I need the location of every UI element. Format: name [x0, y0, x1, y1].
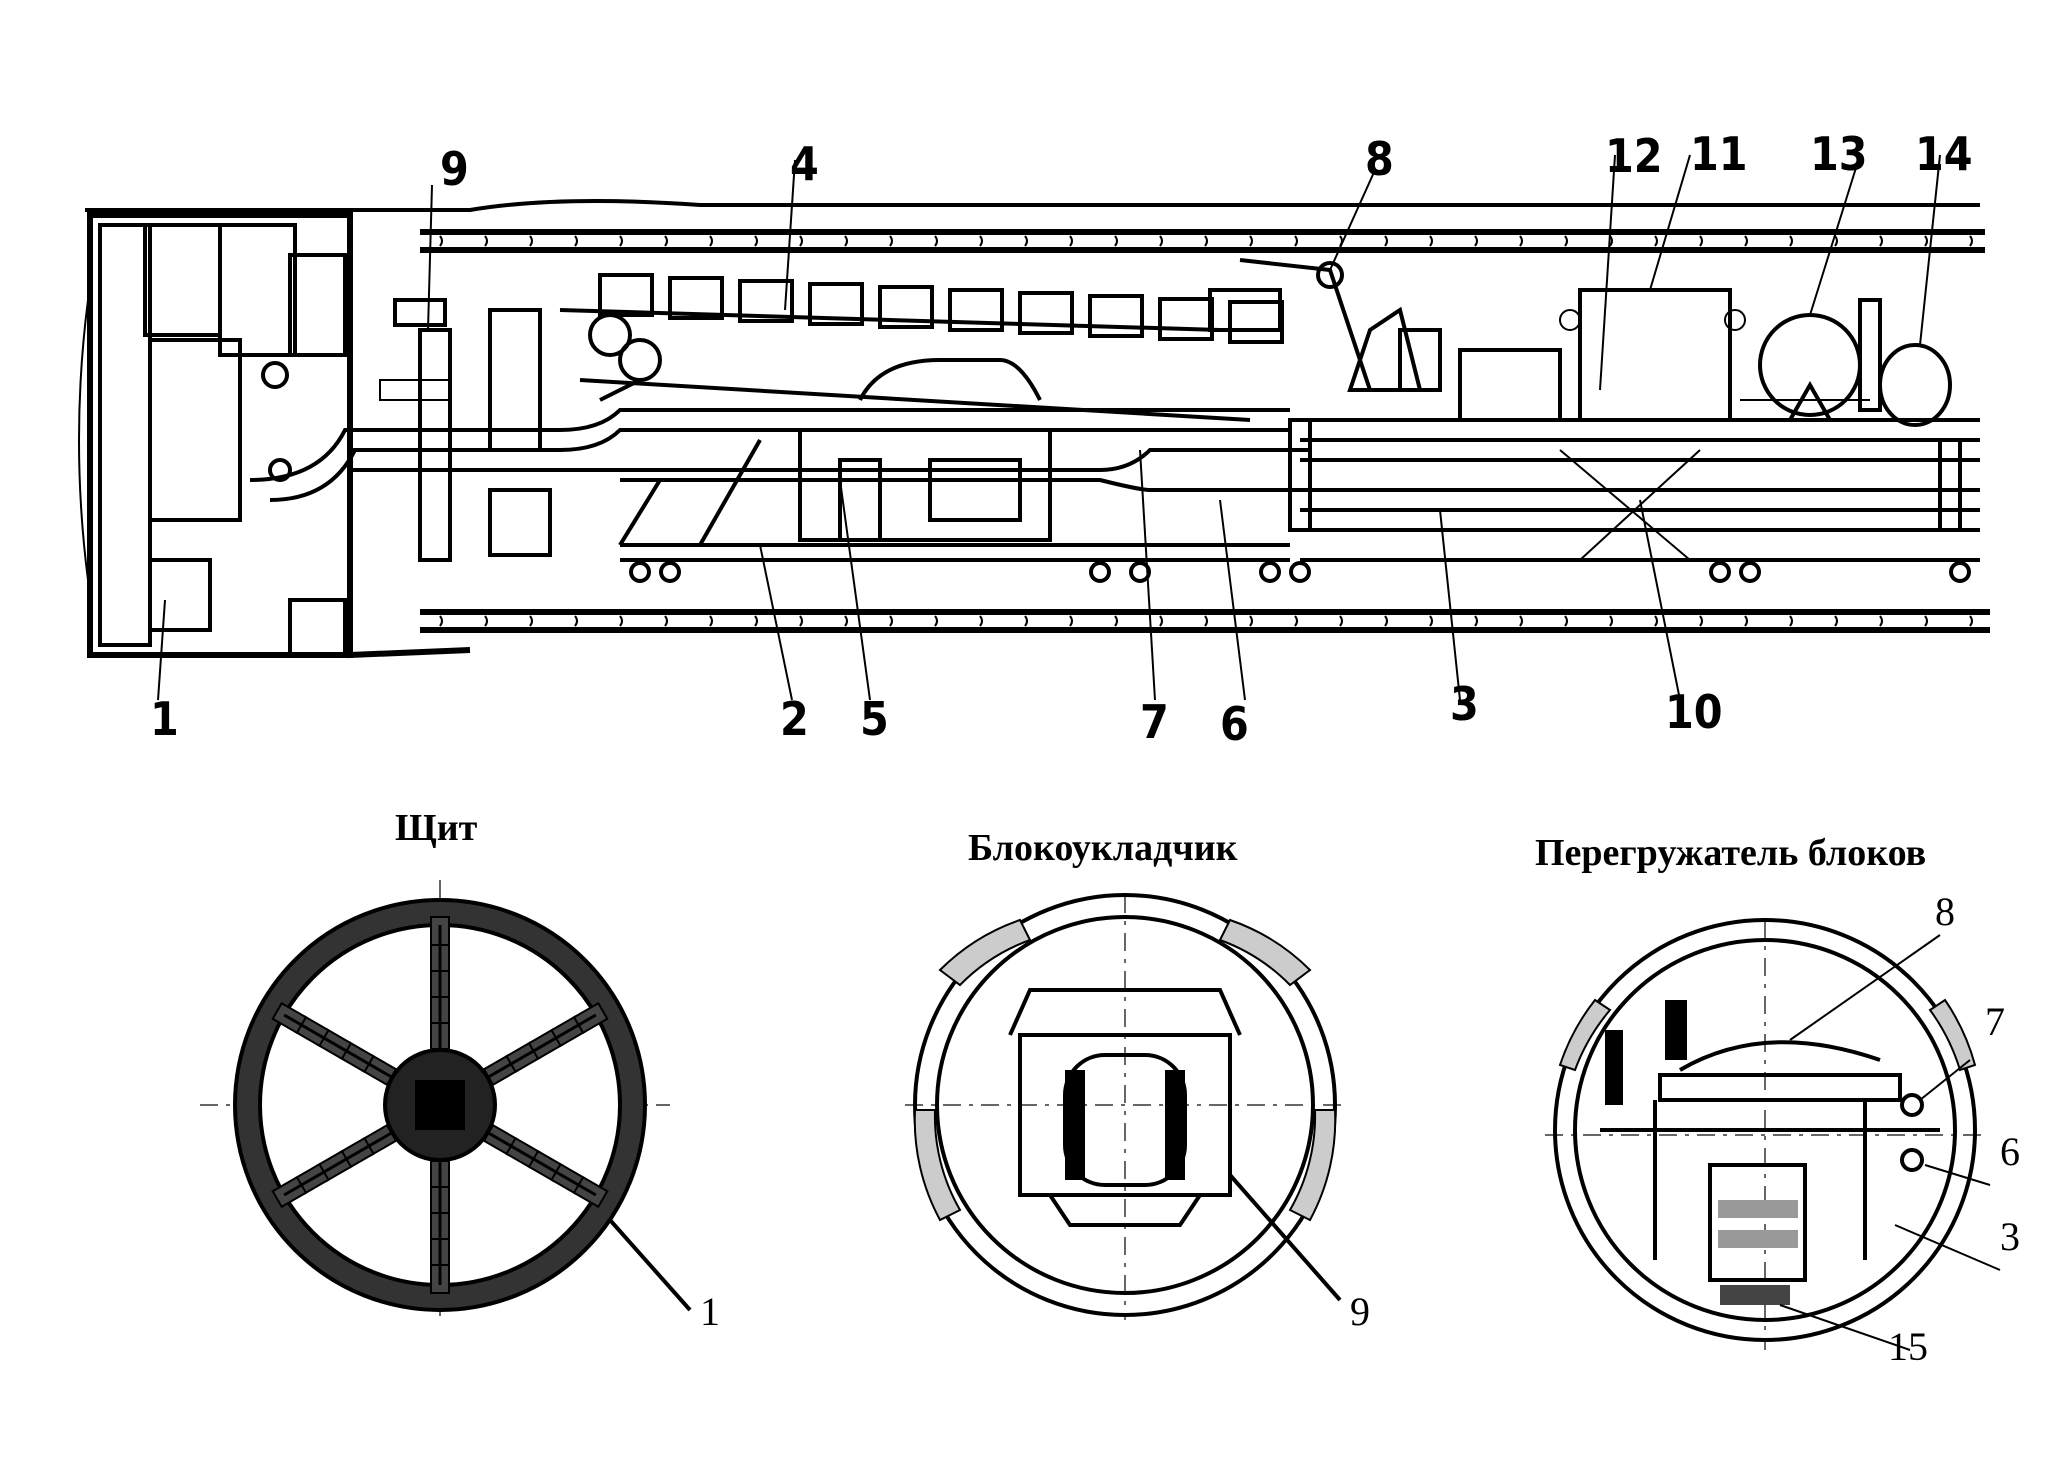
longitudinal-section: 1 2 3 4 5 6 7 8 9 10 11 12 13 14	[78, 127, 1990, 751]
reloader-title: Перегружатель блоков	[1535, 832, 1926, 874]
label-13: 13	[1810, 127, 1868, 181]
trailer-frames	[618, 418, 1980, 583]
label-12: 12	[1605, 129, 1663, 183]
shield-cross-section: Щит 1	[200, 807, 720, 1334]
shield-title: Щит	[395, 807, 478, 849]
rear-equipment	[1458, 288, 1952, 427]
reloader-label-6: 6	[2000, 1129, 2020, 1174]
label-1: 1	[150, 692, 179, 746]
label-8: 8	[1365, 132, 1394, 186]
longitudinal-leaders	[157, 154, 1941, 701]
label-3: 3	[1450, 677, 1479, 731]
label-4: 4	[790, 137, 819, 191]
erector-label-9: 9	[1350, 1289, 1370, 1334]
block-reloader	[1208, 258, 1442, 392]
label-6: 6	[1220, 697, 1249, 751]
erector-cross-section: Блокоукладчик 9	[905, 827, 1370, 1334]
label-2: 2	[780, 692, 809, 746]
label-14: 14	[1915, 127, 1973, 181]
longitudinal-label-group: 1 2 3 4 5 6 7 8 9 10 11 12 13 14	[150, 127, 1973, 751]
shield-label-1: 1	[700, 1289, 720, 1334]
label-11: 11	[1690, 127, 1748, 181]
reloader-label-8: 8	[1935, 889, 1955, 934]
reloader-label-15: 15	[1888, 1324, 1928, 1369]
label-10: 10	[1665, 685, 1723, 739]
label-7: 7	[1140, 695, 1169, 749]
reloader-label-7: 7	[1985, 999, 2005, 1044]
reloader-label-3: 3	[2000, 1214, 2020, 1259]
block-conveyor	[559, 273, 1284, 422]
pipeline	[350, 358, 1980, 532]
label-5: 5	[860, 692, 889, 746]
lining-segment-marks	[439, 235, 1973, 627]
reloader-cross-section: Перегружатель блоков 8 7 6 3 15	[1535, 832, 2020, 1369]
erector-title: Блокоукладчик	[968, 827, 1238, 869]
shield-body	[78, 212, 471, 659]
label-9: 9	[440, 142, 469, 196]
